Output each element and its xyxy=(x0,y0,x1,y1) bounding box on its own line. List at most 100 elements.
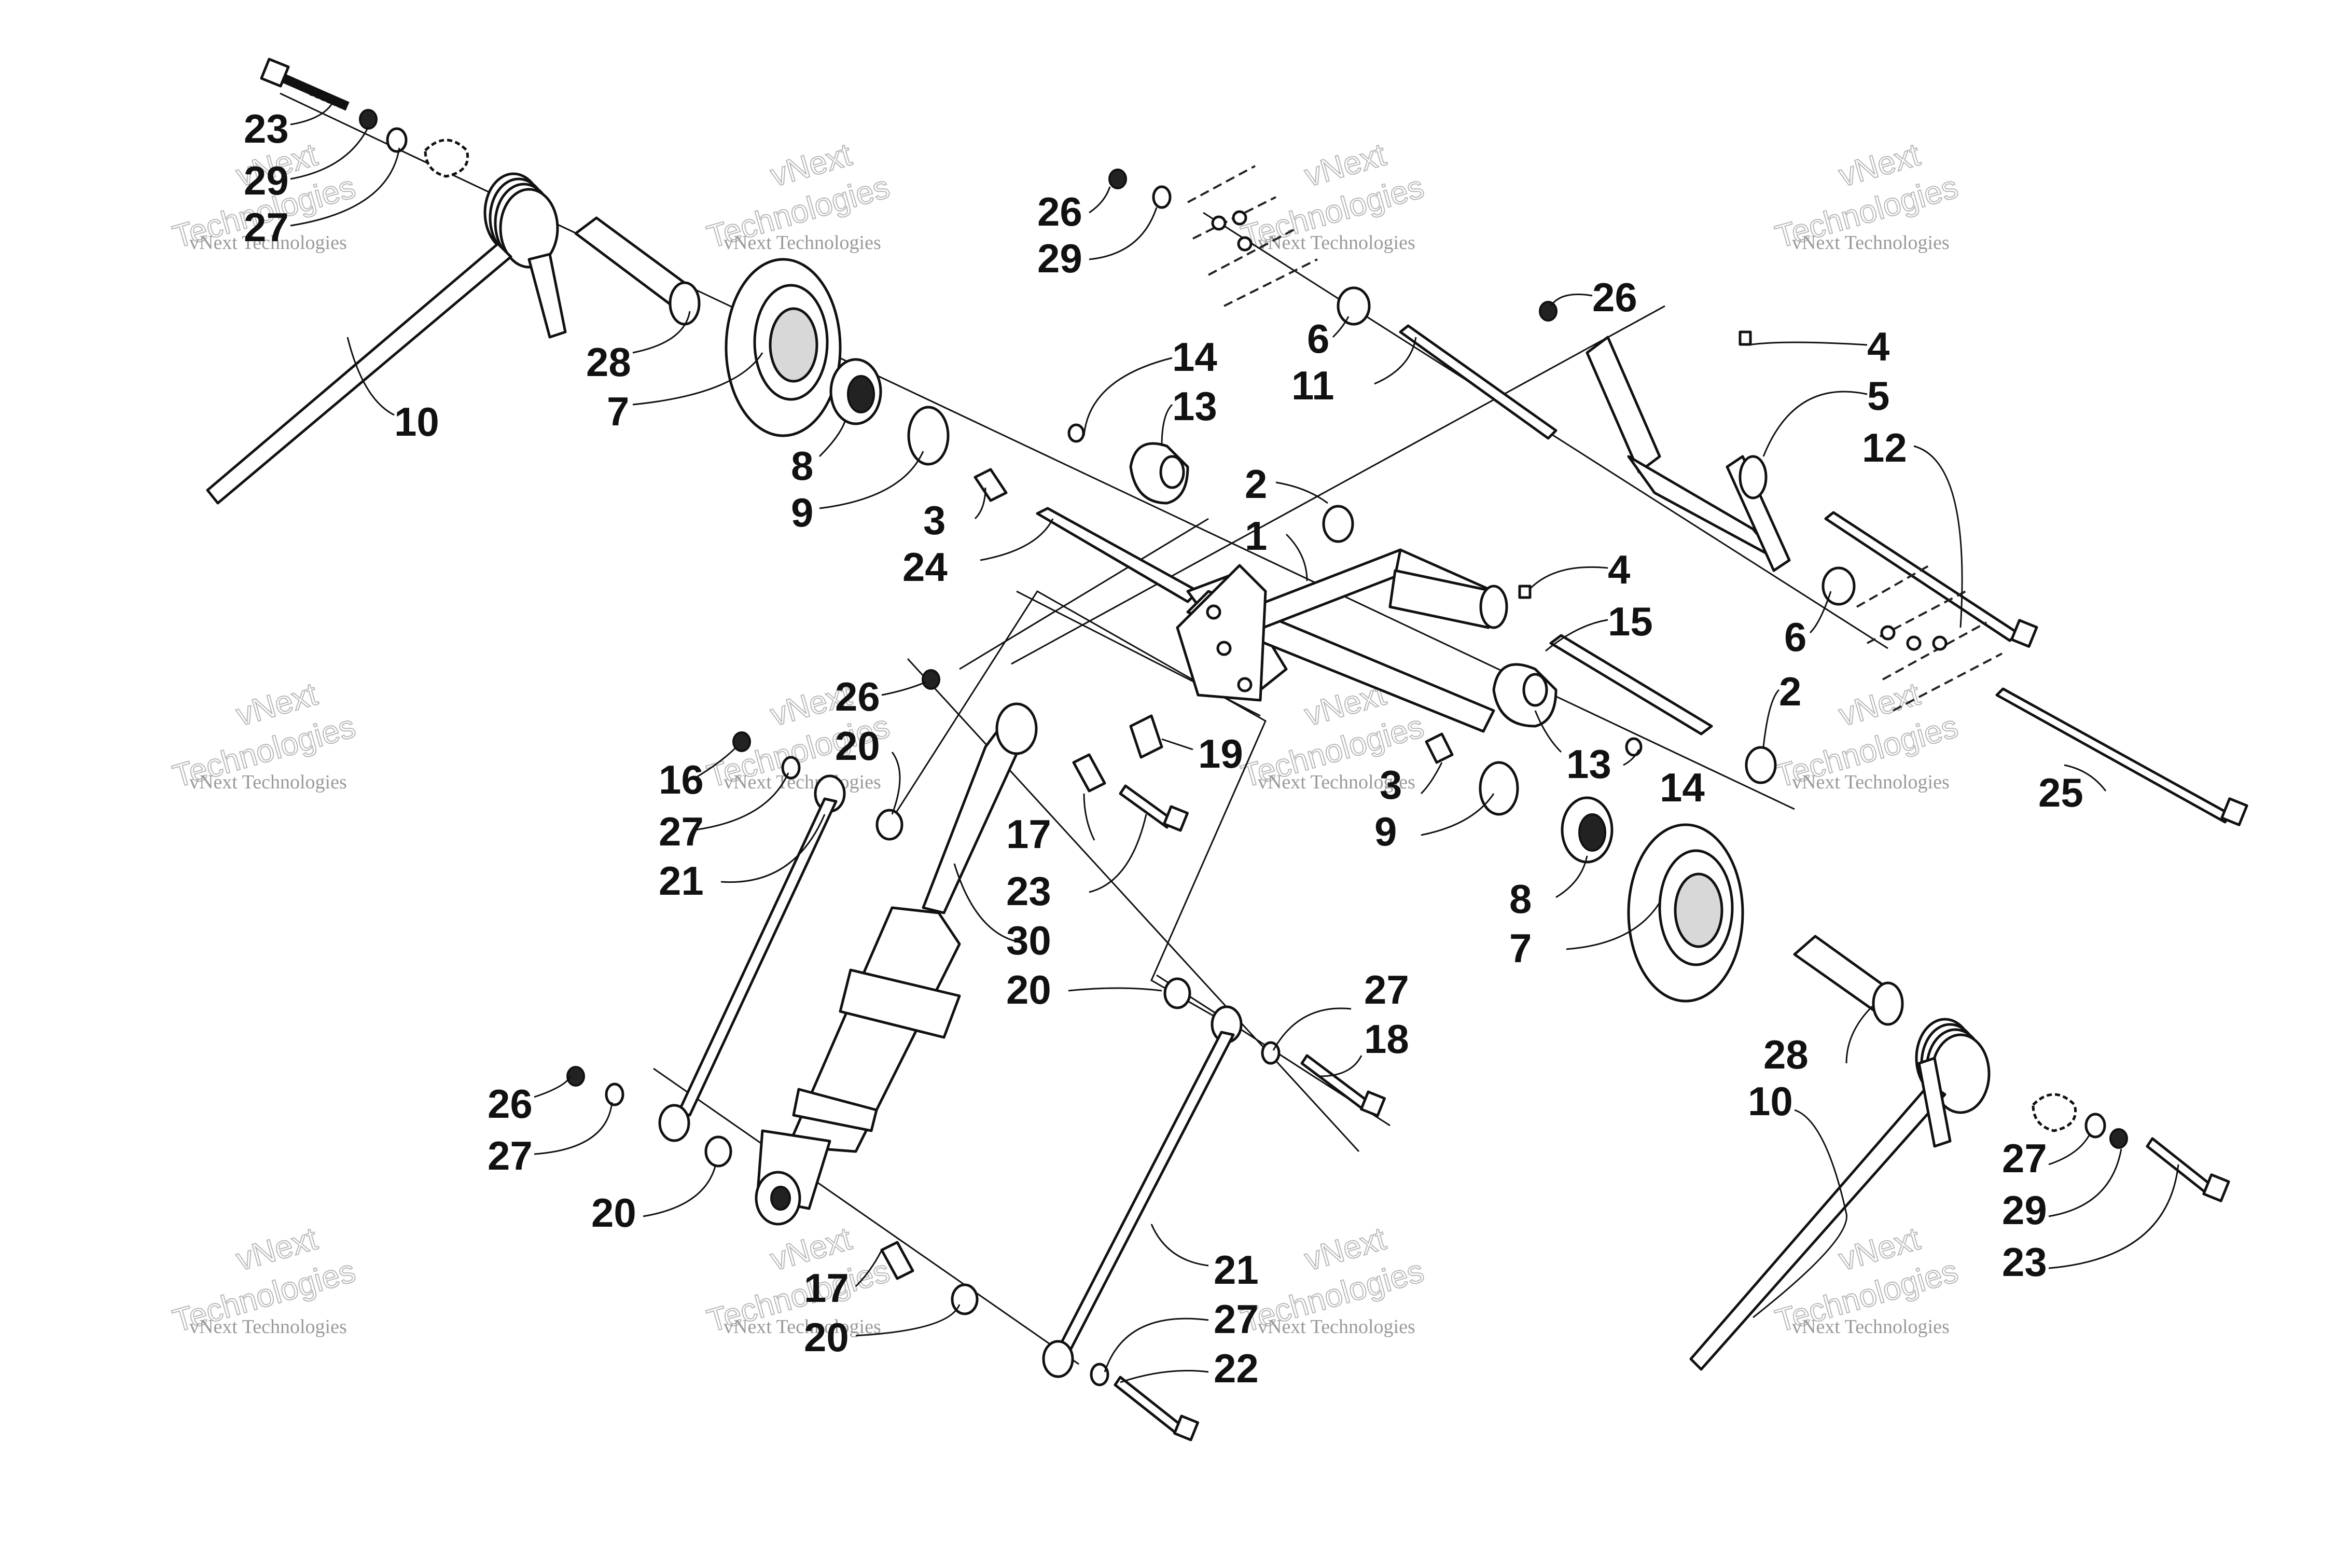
callout-5: 5 xyxy=(1867,373,1889,419)
part-block-13-top xyxy=(1129,442,1189,505)
callout-23-top: 23 xyxy=(244,106,289,151)
svg-text:vNext Technologies: vNext Technologies xyxy=(1792,771,1950,793)
part-ring-9-mid xyxy=(1479,761,1519,816)
part-block-13-mid xyxy=(1492,663,1558,728)
part-frame-hatch-right xyxy=(1856,564,2003,712)
leader-lines xyxy=(290,103,2179,1383)
callout-10-right: 10 xyxy=(1748,1078,1793,1124)
part-link-21-bottom xyxy=(1042,1005,1243,1378)
callout-23-right: 23 xyxy=(2002,1239,2047,1285)
part-bushing-2-mid xyxy=(1745,746,1777,784)
callout-20-center: 20 xyxy=(1006,967,1051,1012)
part-cap-dashed-right xyxy=(2032,1093,2077,1132)
svg-text:vNext Technologies: vNext Technologies xyxy=(189,771,347,793)
part-bushing-3-top xyxy=(974,468,1008,502)
part-nut-16 xyxy=(732,731,751,752)
callout-20-mid: 20 xyxy=(835,723,880,769)
callout-19: 19 xyxy=(1198,731,1243,776)
part-bushing-20-mid xyxy=(875,809,903,841)
part-nut-26-topmid xyxy=(1108,169,1127,189)
callout-28-top: 28 xyxy=(586,339,631,385)
part-screw-4-top xyxy=(1739,330,1752,346)
callout-27-left: 27 xyxy=(659,809,704,854)
part-spring-10-right xyxy=(1689,1018,1991,1371)
part-bracket-5 xyxy=(1586,336,1791,572)
part-bolt-23-right xyxy=(2146,1137,2230,1202)
callout-14-mid: 14 xyxy=(1660,765,1705,810)
part-bushing-2-top xyxy=(1322,505,1354,543)
part-washer-27-top xyxy=(386,127,408,153)
part-bolt-23-top xyxy=(260,58,350,111)
callout-21-bottom: 21 xyxy=(1214,1247,1259,1293)
svg-text:vNext Technologies: vNext Technologies xyxy=(724,232,881,254)
callout-12: 12 xyxy=(1862,425,1907,470)
callout-20-bl: 20 xyxy=(591,1190,636,1236)
callout-6-top: 6 xyxy=(1307,316,1329,362)
part-bearing-8-top xyxy=(829,358,882,425)
part-washer-27-bottom xyxy=(1090,1363,1109,1386)
callout-2-mid: 2 xyxy=(1779,669,1801,714)
svg-text:vNext Technologies: vNext Technologies xyxy=(1792,1316,1950,1338)
svg-text:vNext Technologies: vNext Technologies xyxy=(724,771,881,793)
svg-text:vNext Technologies: vNext Technologies xyxy=(189,1316,347,1338)
part-link-21-left xyxy=(658,774,846,1142)
callout-15: 15 xyxy=(1608,599,1653,644)
part-spacer-17-bottom xyxy=(880,1241,914,1280)
callout-26-mid: 26 xyxy=(835,674,880,719)
callout-7-mid: 7 xyxy=(1509,925,1532,971)
callout-29-right: 29 xyxy=(2002,1187,2047,1233)
callout-28-right: 28 xyxy=(1763,1032,1809,1077)
part-shaft-11 xyxy=(1399,324,1558,440)
part-cap-dashed-top xyxy=(424,138,469,178)
callout-25: 25 xyxy=(2038,770,2083,815)
callout-9-mid: 9 xyxy=(1374,809,1397,854)
callout-27-bl: 27 xyxy=(488,1133,533,1178)
callout-11: 11 xyxy=(1291,363,1334,408)
callout-14-top: 14 xyxy=(1172,334,1217,380)
part-sleeve-28-right xyxy=(1793,935,1904,1026)
callout-24: 24 xyxy=(902,544,948,590)
callout-22: 22 xyxy=(1214,1345,1259,1391)
callout-9-top: 9 xyxy=(791,490,813,535)
callout-3-mid: 3 xyxy=(1380,762,1402,808)
callout-27-center: 27 xyxy=(1364,967,1409,1012)
callout-13-top: 13 xyxy=(1172,383,1217,429)
callout-18: 18 xyxy=(1364,1016,1409,1062)
part-bolt-23-mid xyxy=(1119,784,1189,832)
part-nut-26-mid xyxy=(922,669,940,690)
part-bolt-25 xyxy=(1995,687,2248,826)
part-shaft-15 xyxy=(1549,634,1713,736)
callout-29-top: 29 xyxy=(244,158,289,203)
callout-27-top: 27 xyxy=(244,204,289,250)
callout-26-topmid: 26 xyxy=(1037,189,1082,234)
callout-13-mid: 13 xyxy=(1566,741,1611,787)
part-ring-9-top xyxy=(907,406,950,466)
svg-text:vNext Technologies: vNext Technologies xyxy=(1258,1316,1415,1338)
callout-17-bottom: 17 xyxy=(804,1265,849,1311)
part-plate-19 xyxy=(1176,564,1267,702)
part-screw-4-mid xyxy=(1518,585,1532,599)
callout-27-right: 27 xyxy=(2002,1135,2047,1181)
svg-text:vNext Technologies: vNext Technologies xyxy=(1258,232,1415,254)
part-nut-26-bl xyxy=(566,1066,585,1087)
callout-20-bottom: 20 xyxy=(804,1314,849,1360)
callout-7-top: 7 xyxy=(607,388,629,434)
callout-23-mid: 23 xyxy=(1006,868,1051,914)
svg-text:vNext Technologies: vNext Technologies xyxy=(189,232,347,254)
part-bushing-6-mid xyxy=(1821,566,1856,606)
callout-1: 1 xyxy=(1245,513,1267,559)
part-clip-14-mid xyxy=(1625,737,1643,757)
part-nut-29-right xyxy=(2109,1128,2128,1149)
callout-6-mid: 6 xyxy=(1784,614,1806,660)
part-bushing-20-bl xyxy=(704,1135,732,1168)
callout-4-top: 4 xyxy=(1867,324,1889,369)
callout-4-mid: 4 xyxy=(1608,547,1630,592)
callout-27-bottom: 27 xyxy=(1214,1296,1259,1342)
part-wheel-7-top xyxy=(725,258,842,437)
callout-3-top: 3 xyxy=(923,497,945,543)
callout-labels: 23 29 27 28 7 10 8 9 3 24 14 13 2 1 26 2… xyxy=(244,106,2083,1391)
callout-21-left: 21 xyxy=(659,858,704,904)
part-washer-27-bl xyxy=(605,1083,624,1106)
